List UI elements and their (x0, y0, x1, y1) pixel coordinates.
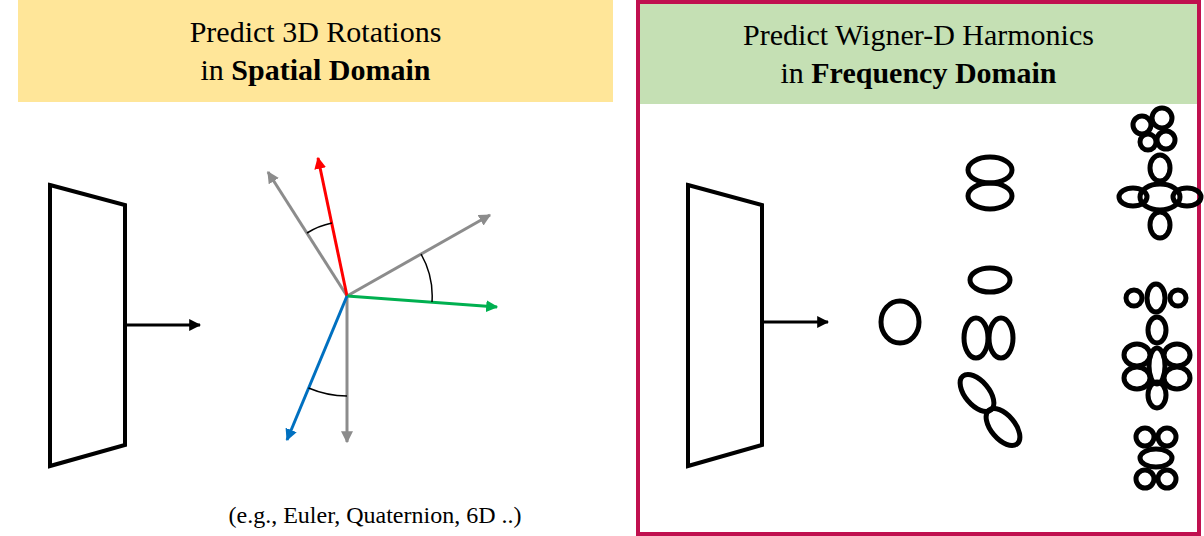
harmonic-lobe (1140, 449, 1172, 467)
output-arrow (125, 324, 200, 327)
output-arrow (762, 321, 828, 324)
harmonic-lobe (881, 301, 919, 343)
harmonic-lobe (1124, 367, 1150, 389)
harmonic-lobe (1158, 428, 1176, 446)
harmonic-lobe (1150, 155, 1170, 181)
header-band: Predict Wigner-D HarmonicsinFrequency Do… (640, 4, 1197, 104)
rotated-axis (318, 158, 347, 296)
harmonic-lobe (1149, 348, 1165, 384)
panel-border (638, 2, 1199, 534)
reference-axis (346, 296, 349, 442)
harmonic-lobe (1152, 108, 1172, 128)
angle-arc (309, 388, 348, 396)
harmonic-lobe (1150, 212, 1170, 238)
rotation-axes (268, 158, 497, 442)
harmonic-shapes (881, 108, 1201, 488)
encoder-trapezoid (688, 185, 762, 466)
harmonic-lobe (1136, 470, 1154, 488)
harmonic-lobe (1124, 344, 1150, 366)
example-note: (e.g., Euler, Quaternion, 6D ..) (229, 502, 522, 529)
heading-word: in (200, 53, 223, 86)
harmonic-lobe (968, 157, 1012, 183)
harmonic-lobe (968, 183, 1012, 209)
heading-row: inSpatial Domain (200, 51, 430, 89)
heading-line: Predict Wigner-D Harmonics (743, 16, 1094, 54)
harmonic-lobe (1140, 184, 1180, 210)
harmonic-lobe (1147, 284, 1165, 312)
harmonic-lobe (1170, 290, 1186, 306)
harmonic-lobe (989, 318, 1013, 358)
harmonic-lobe (1164, 344, 1190, 366)
encoder-trapezoid (50, 185, 125, 466)
harmonic-lobe (1164, 367, 1190, 389)
angle-arc (421, 254, 432, 302)
rotated-axis (347, 296, 497, 307)
angle-arc (307, 223, 332, 233)
heading-emphasis: Spatial Domain (231, 53, 430, 86)
harmonic-lobe (1136, 428, 1154, 446)
heading-emphasis: Frequency Domain (811, 56, 1056, 89)
harmonic-lobe (964, 318, 988, 358)
heading-line: Predict 3D Rotations (190, 13, 442, 51)
harmonic-lobe (970, 268, 1010, 292)
rotated-axis (287, 296, 347, 440)
harmonic-lobe (1148, 317, 1166, 343)
harmonic-lobe (1140, 134, 1156, 150)
heading-word: in (780, 56, 803, 89)
harmonic-lobe (980, 402, 1027, 451)
heading-row: inFrequency Domain (780, 54, 1056, 92)
harmonic-lobe (1133, 116, 1151, 134)
reference-axis (347, 215, 490, 296)
harmonic-lobe (1158, 470, 1176, 488)
harmonic-lobe (1157, 131, 1175, 149)
harmonic-lobe (1126, 290, 1142, 306)
header-band: Predict 3D RotationsinSpatial Domain (18, 0, 613, 102)
